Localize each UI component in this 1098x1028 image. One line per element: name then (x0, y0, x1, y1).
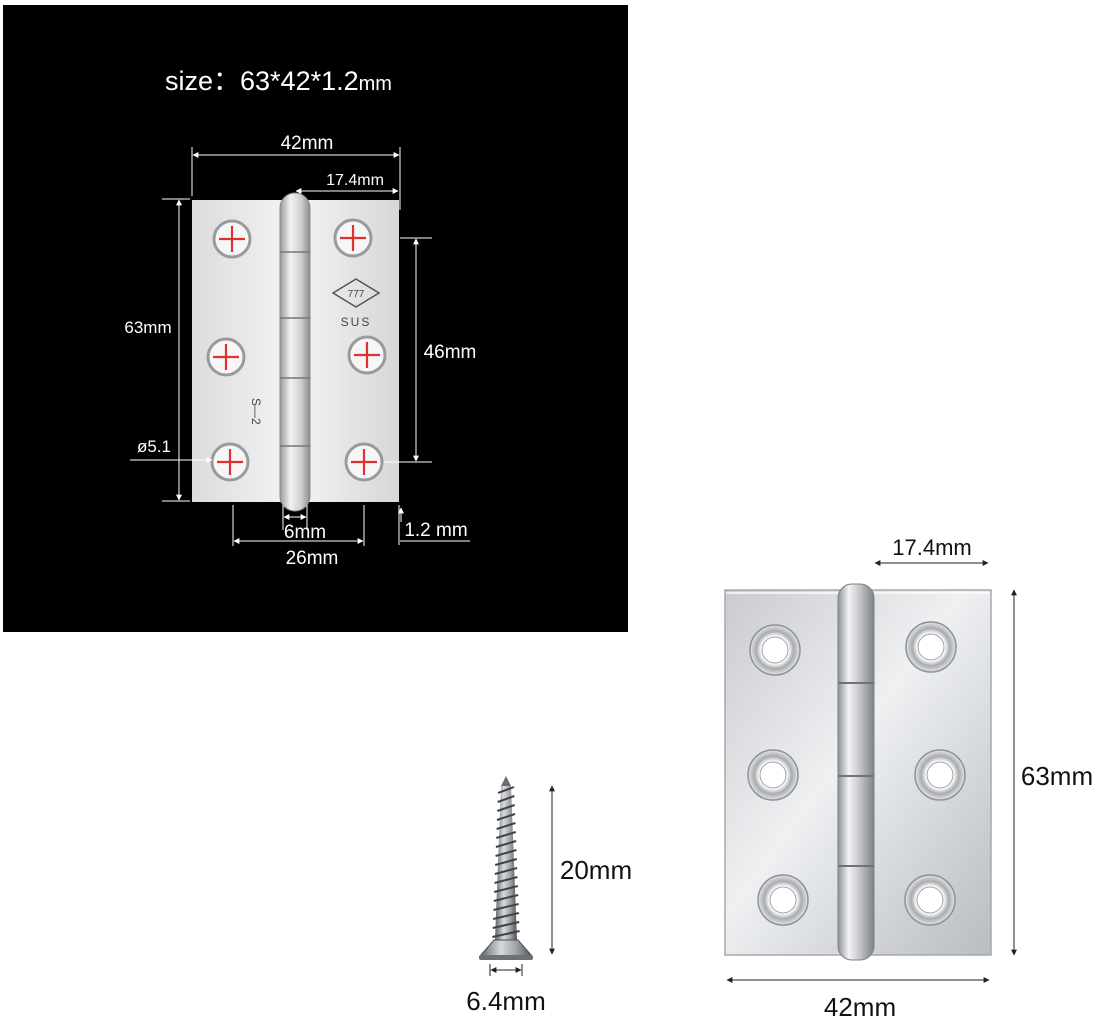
dim-thickness-label: 1.2 mm (404, 520, 467, 541)
screw-thread-ridge (493, 885, 519, 893)
hinge-photo: 17.4mm 63mm 42mm (724, 535, 1093, 1022)
spec-panel: size：63*42*1.2mm (3, 5, 628, 632)
dim-bottom-span-label: 26mm (286, 548, 339, 569)
dim-height-label: 63mm (124, 318, 171, 337)
screw-photo: 20mm 6.4mm (466, 776, 632, 1016)
screw-thread-ridge (492, 930, 520, 938)
dim-leaf-top-label: 17.4mm (326, 172, 384, 189)
screw-thread-ridge (493, 894, 519, 902)
screw-head-rim (479, 955, 533, 960)
screw-thread-ridge (494, 858, 518, 866)
photo-dim-leaf-label: 17.4mm (892, 535, 971, 560)
photo-hole-right-middle (914, 749, 966, 801)
dimension-thickness: 1.2 mm (398, 505, 470, 545)
dimension-hole-span: 46mm (384, 237, 477, 463)
screw-thread-ridge (496, 804, 516, 812)
screw-hole-left-bottom (210, 442, 250, 482)
dimension-leaf-top: 17.4mm (295, 172, 399, 194)
screw-thread-ridge (494, 867, 518, 875)
photo-hole-right-bottom (904, 874, 956, 926)
photo-hole-left-top (749, 624, 801, 676)
dim-knuckle-label: 6mm (284, 522, 326, 543)
dimension-width: 42mm (191, 133, 401, 210)
stamp-model: S—2 (249, 398, 263, 425)
hinge-knuckle (279, 192, 311, 512)
screw-hole-left-middle (206, 337, 246, 377)
screw-thread-ridge (492, 912, 520, 920)
screw-thread-ridge (495, 849, 517, 857)
dim-screw-head-label: 6.4mm (466, 986, 545, 1016)
screw-hole-right-middle (347, 335, 387, 375)
dim-width-label: 42mm (281, 133, 334, 154)
screw-thread-ridge (497, 786, 515, 794)
screw-thread-ridge (495, 831, 517, 839)
screw-thread-ridge (496, 813, 516, 821)
screw-thread-ridge (497, 795, 515, 803)
dimension-bottom-span: 26mm (232, 505, 365, 569)
screw-tip (501, 776, 511, 786)
screw-head (478, 939, 534, 957)
hinge-drawing: 777 SUS S—2 (192, 192, 399, 512)
stamp-number: 777 (348, 289, 365, 300)
screw-hole-right-bottom (344, 442, 384, 482)
dimension-hole-diameter: ø5.1 (130, 437, 213, 463)
dimension-height: 63mm (124, 198, 190, 502)
stamp-diamond-icon (331, 278, 381, 308)
photo-hole-left-bottom (757, 874, 809, 926)
stamp-material: SUS (341, 315, 372, 329)
screw-hole-right-top (333, 218, 373, 258)
dim-hole-span-label: 46mm (424, 342, 477, 363)
screw-threads (492, 776, 520, 938)
photo-hole-right-top (905, 621, 957, 673)
screw-thread-ridge (494, 876, 518, 884)
screw-hole-left-top (212, 219, 252, 259)
dim-screw-length-label: 20mm (560, 855, 632, 885)
screw-thread-ridge (496, 822, 516, 830)
size-title: size：63*42*1.2mm (165, 66, 392, 96)
photo-hinge-knuckle (837, 583, 875, 961)
screw-thread-ridge (493, 903, 519, 911)
photo-hole-left-middle (747, 749, 799, 801)
photo-dim-height-label: 63mm (1021, 761, 1093, 791)
dimension-knuckle: 6mm (282, 505, 326, 543)
dim-hole-dia-label: ø5.1 (137, 437, 171, 456)
screw-thread-ridge (492, 921, 520, 929)
screw-thread-ridge (495, 840, 517, 848)
photo-dim-width-label: 42mm (824, 992, 896, 1022)
